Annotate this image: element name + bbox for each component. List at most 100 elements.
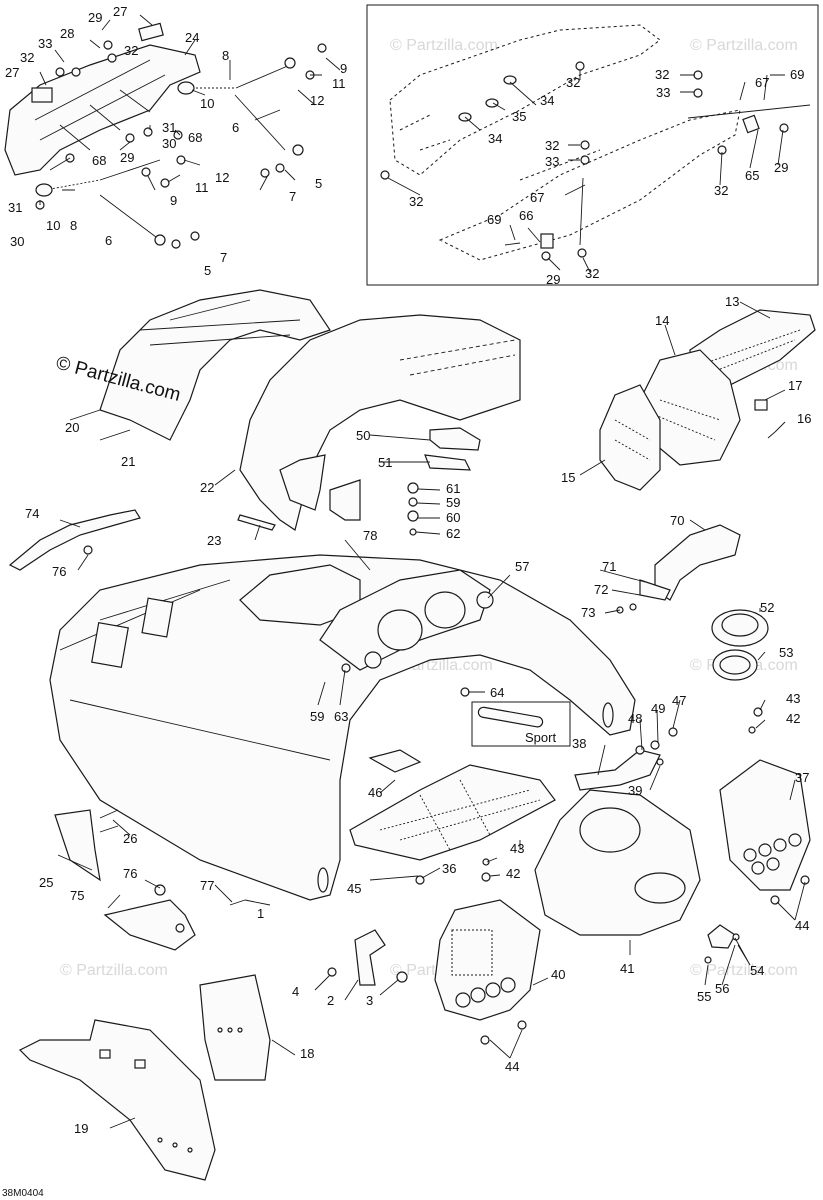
part-75	[103, 884, 246, 951]
callout: 78	[363, 528, 377, 543]
callout: 19	[74, 1121, 88, 1136]
parts-25-26	[54, 809, 119, 882]
callout: 3	[366, 993, 373, 1008]
callout: 42	[786, 711, 800, 726]
callout: 7	[289, 189, 296, 204]
callout: 30	[10, 234, 24, 249]
callout: 45	[347, 881, 361, 896]
callout: 20	[65, 420, 79, 435]
watermark: © Partzilla.com	[690, 37, 798, 54]
part-1-deck	[49, 554, 636, 901]
callout: 6	[105, 233, 112, 248]
callout: 21	[121, 454, 135, 469]
callout: 32	[585, 266, 599, 281]
callout: 8	[70, 218, 77, 233]
callout-layer: 29 27 28 33 32 32 24 8 27 9 11 12 10 6 3…	[5, 4, 811, 1136]
parts-2-4	[327, 929, 408, 986]
callout: 10	[200, 96, 214, 111]
parts-13-14-15	[599, 309, 816, 491]
callout: 51	[378, 455, 392, 470]
callout: 33	[38, 36, 52, 51]
callout: 76	[123, 866, 137, 881]
callout: 9	[340, 61, 347, 76]
callout: 37	[795, 770, 809, 785]
callout: 59	[446, 495, 460, 510]
part-41	[534, 789, 701, 936]
callout: 53	[779, 645, 793, 660]
pad-27-left	[31, 87, 53, 103]
callout: 44	[795, 918, 809, 933]
callout: 48	[628, 711, 642, 726]
hardware-59-64	[407, 482, 419, 536]
callout: 42	[506, 866, 520, 881]
callout: 12	[310, 93, 324, 108]
callout: 50	[356, 428, 370, 443]
callout: 32	[20, 50, 34, 65]
callout: 18	[300, 1046, 314, 1061]
callout: 56	[715, 981, 729, 996]
callout: 28	[60, 26, 74, 41]
pad-27-top	[138, 22, 164, 42]
part-37	[704, 707, 811, 964]
callout: 11	[195, 180, 209, 195]
callout: 66	[519, 208, 533, 223]
callout: 69	[790, 67, 804, 82]
callout: 59	[310, 709, 324, 724]
callout: 72	[594, 582, 608, 597]
callout: 8	[222, 48, 229, 63]
callout: 26	[123, 831, 137, 846]
callout: 43	[510, 841, 524, 856]
callout: 10	[46, 218, 60, 233]
callout: 14	[655, 313, 669, 328]
callout: 61	[446, 481, 460, 496]
callout: 29	[88, 10, 102, 25]
callout: 30	[162, 136, 176, 151]
callout: 29	[120, 150, 134, 165]
callout: 36	[442, 861, 456, 876]
callout: 47	[672, 693, 686, 708]
callout: 67	[755, 75, 769, 90]
callout: 32	[124, 43, 138, 58]
callout: 16	[797, 411, 811, 426]
parts-18-19	[18, 974, 271, 1181]
callout: 46	[368, 785, 382, 800]
callout: 68	[92, 153, 106, 168]
callout: 43	[786, 691, 800, 706]
callout: 15	[561, 470, 575, 485]
callout: 74	[25, 506, 39, 521]
parts-38-49	[574, 727, 678, 791]
callout: 34	[540, 93, 554, 108]
callout: 73	[581, 605, 595, 620]
watermark: © Partzilla.com	[390, 37, 498, 54]
callout: 60	[446, 510, 460, 525]
callout: 27	[5, 65, 19, 80]
callout: 5	[315, 176, 322, 191]
callout: 31	[8, 200, 22, 215]
callout: 13	[725, 294, 739, 309]
callout: 17	[788, 378, 802, 393]
callout: 35	[512, 109, 526, 124]
callout: 29	[546, 272, 560, 287]
callout: 9	[170, 193, 177, 208]
callout: 57	[515, 559, 529, 574]
watermark: © Partzilla.com	[690, 962, 798, 979]
callout: 65	[745, 168, 759, 183]
parts-50-51	[279, 427, 481, 521]
parts-52-53	[711, 609, 769, 681]
callout: 67	[530, 190, 544, 205]
callout: 40	[551, 967, 565, 982]
callout: 11	[332, 76, 346, 91]
callout: 54	[750, 963, 764, 978]
callout: 55	[697, 989, 711, 1004]
callout: 12	[215, 170, 229, 185]
callout: 7	[220, 250, 227, 265]
callout: 6	[232, 120, 239, 135]
callout: 38	[572, 736, 586, 751]
callout: 5	[204, 263, 211, 278]
callout: 77	[200, 878, 214, 893]
callout: 2	[327, 993, 334, 1008]
callout: 33	[545, 154, 559, 169]
callout: 52	[760, 600, 774, 615]
callout: 64	[490, 685, 504, 700]
callout: 70	[670, 513, 684, 528]
